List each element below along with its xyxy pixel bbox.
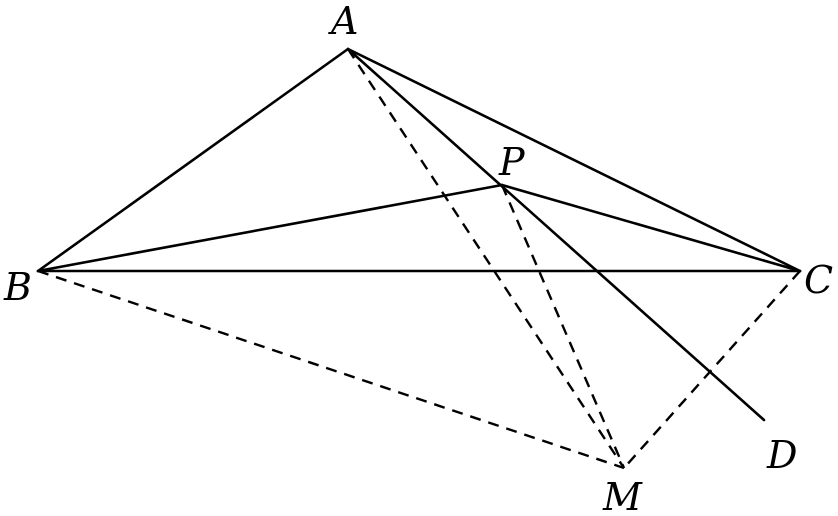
segment-bm bbox=[37, 269, 625, 470]
label-point-d: D bbox=[766, 433, 797, 477]
label-point-b: B bbox=[3, 265, 32, 309]
segment-cm bbox=[623, 270, 801, 469]
label-point-m: M bbox=[602, 475, 643, 516]
segment-ac bbox=[346, 47, 802, 273]
ray-ad bbox=[346, 47, 766, 422]
segment-pm bbox=[500, 184, 626, 469]
label-point-p: P bbox=[498, 140, 526, 184]
segment-am bbox=[346, 48, 626, 469]
label-point-c: C bbox=[804, 258, 833, 302]
segment-pc bbox=[500, 183, 802, 273]
label-point-a: A bbox=[328, 0, 358, 43]
segment-ab bbox=[36, 47, 350, 273]
segment-bp bbox=[36, 183, 504, 273]
